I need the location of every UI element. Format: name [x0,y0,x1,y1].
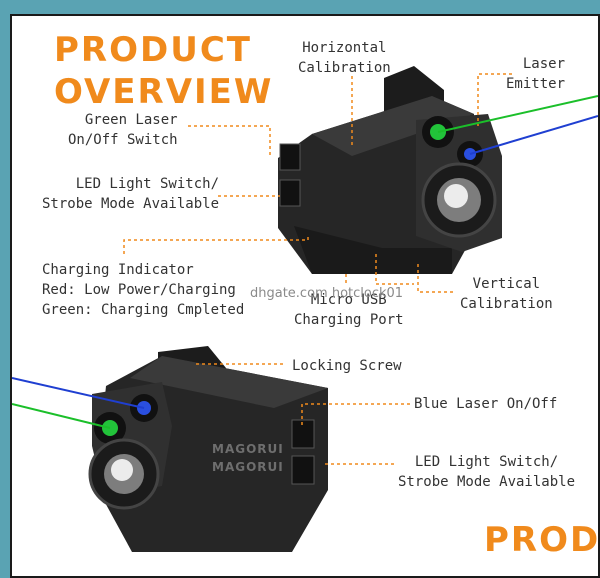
charging-indicator-label: Charging Indicator Red: Low Power/Chargi… [42,262,245,318]
micro-usb-label: Micro USB Charging Port [294,292,404,328]
watermark: dhgate.com hotclock01 [250,286,404,301]
led-light-switch-top-label: LED Light Switch/ Strobe Mode Available [42,176,220,212]
green-laser-switch-label: Green Laser On/Off Switch [68,112,178,148]
top-device [278,66,598,274]
laser-emitter-label: Laser Emitter [506,56,566,92]
locking-screw-label: Locking Screw [292,358,402,374]
led-light-switch-bottom-label: LED Light Switch/ Strobe Mode Available [398,454,576,490]
product-overview-panel: PRODUCT OVERVIEW Horizontal Calibration … [10,14,600,578]
callout-leaders [123,73,512,465]
page-title-line1: PRODUCT [54,30,252,70]
device-illustration [12,66,598,552]
footer-title: PRODU [484,520,600,560]
bottom-device [12,346,328,552]
vertical-calibration-label: Vertical Calibration [460,276,553,312]
horizontal-calibration-label: Horizontal Calibration [298,40,391,76]
page-title-line2: OVERVIEW [54,72,274,112]
blue-laser-label: Blue Laser On/Off [414,396,558,412]
brand-mark: MAGORUI MAGORUI [212,442,284,474]
